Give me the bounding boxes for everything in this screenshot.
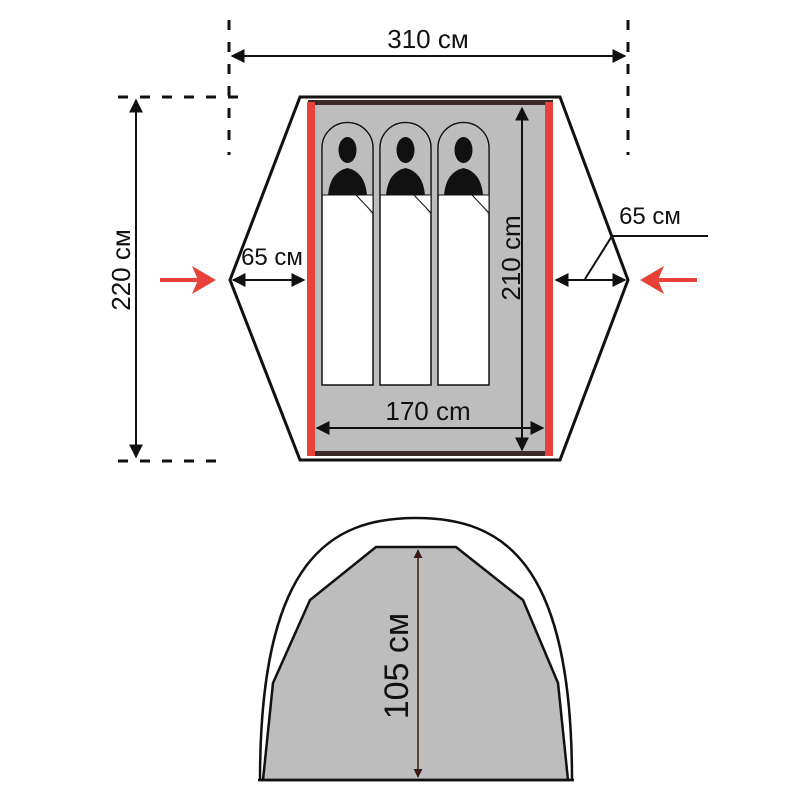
door-wall-right: [545, 102, 553, 456]
entrance-arrow-left: [160, 266, 216, 294]
overall-length-label: 220 см: [106, 229, 136, 310]
vestibule-right-label: 65 см: [619, 203, 681, 230]
overall-width-label: 310 см: [387, 24, 468, 54]
person-head-icon: [386, 137, 425, 195]
inner-wall-top: [308, 100, 553, 105]
sleeping-bag: [437, 121, 490, 386]
door-wall-left: [307, 102, 315, 456]
inner-wall-bottom: [308, 451, 553, 456]
person-head-icon: [444, 137, 483, 195]
inner-width-label: 170 cm: [385, 396, 470, 426]
floor-plan: 310 см 220 см 65 см 65 см 210 cm 170 cm: [106, 20, 708, 463]
height-label: 105 см: [378, 613, 416, 720]
inner-length-label: 210 cm: [496, 215, 526, 300]
vestibule-left-label: 65 см: [241, 244, 303, 271]
person-head-icon: [328, 137, 367, 195]
entrance-arrow-right: [640, 266, 697, 294]
sleeping-bag: [379, 121, 432, 386]
sleeping-bag: [321, 121, 374, 386]
side-view: 105 см: [258, 516, 574, 782]
leader-line: [584, 235, 708, 280]
